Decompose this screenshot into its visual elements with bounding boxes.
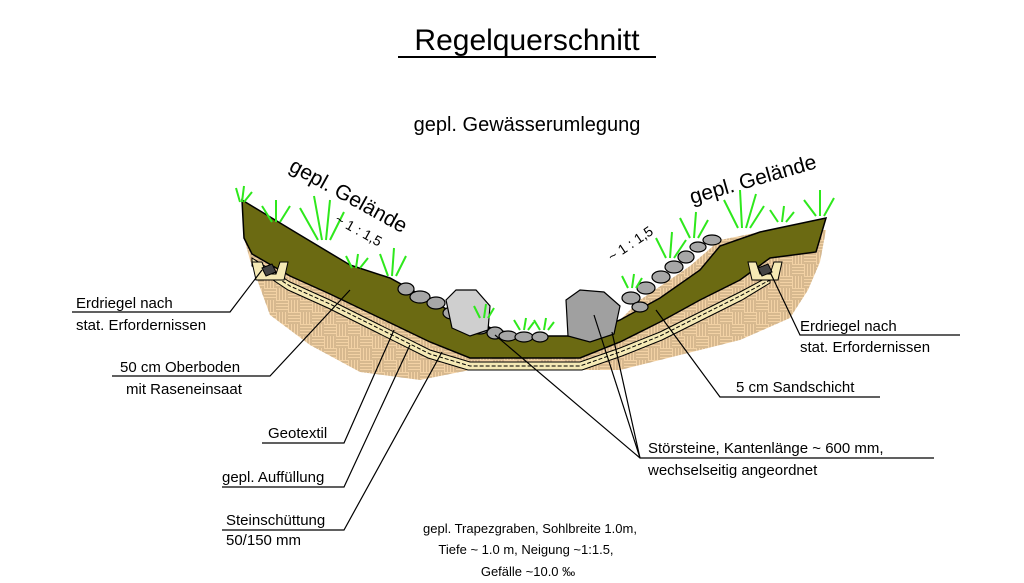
label-erdriegel-left-line1: Erdriegel nach bbox=[76, 295, 173, 312]
note-line2: Tiefe ~ 1.0 m, Neigung ~1:1.5, bbox=[438, 542, 613, 557]
diagram-title: Regelquerschnitt bbox=[414, 24, 640, 57]
earth-bar-left bbox=[251, 261, 289, 281]
label-stoersteine-line1: Störsteine, Kantenlänge ~ 600 mm, bbox=[648, 440, 884, 457]
label-steinschuettung-line1: Steinschüttung bbox=[226, 512, 325, 529]
label-erdriegel-right-line1: Erdriegel nach bbox=[800, 318, 897, 335]
label-erdriegel-right-line2: stat. Erfordernissen bbox=[800, 339, 930, 356]
earth-bar-right bbox=[747, 261, 783, 281]
label-oberboden-line1: 50 cm Oberboden bbox=[120, 359, 240, 376]
subtitle: gepl. Gewässerumlegung bbox=[414, 114, 641, 136]
large-stone-right bbox=[565, 289, 621, 343]
label-oberboden-line2: mit Raseneinsaat bbox=[126, 381, 243, 398]
label-auffuellung: gepl. Auffüllung bbox=[222, 469, 324, 486]
label-erdriegel-left-line2: stat. Erfordernissen bbox=[76, 317, 206, 334]
note-line3: Gefälle ~10.0 ‰ bbox=[481, 564, 575, 579]
label-stoersteine-line2: wechselseitig angeordnet bbox=[647, 462, 818, 479]
geotextile-line bbox=[251, 261, 771, 367]
stones-right-slope bbox=[621, 234, 722, 313]
terrain-label-right: gepl. Gelände bbox=[687, 151, 819, 209]
note-line1: gepl. Trapezgraben, Sohlbreite 1.0m, bbox=[423, 521, 637, 536]
label-steinschuettung-line2: 50/150 mm bbox=[226, 532, 301, 549]
slope-label-right: ~ 1 : 1,5 bbox=[605, 223, 656, 265]
stone-bedding-layer bbox=[251, 257, 771, 371]
label-sandschicht: 5 cm Sandschicht bbox=[736, 379, 855, 396]
leader-lines bbox=[72, 269, 960, 531]
grass-tufts bbox=[235, 185, 835, 331]
label-geotextil: Geotextil bbox=[268, 425, 327, 442]
